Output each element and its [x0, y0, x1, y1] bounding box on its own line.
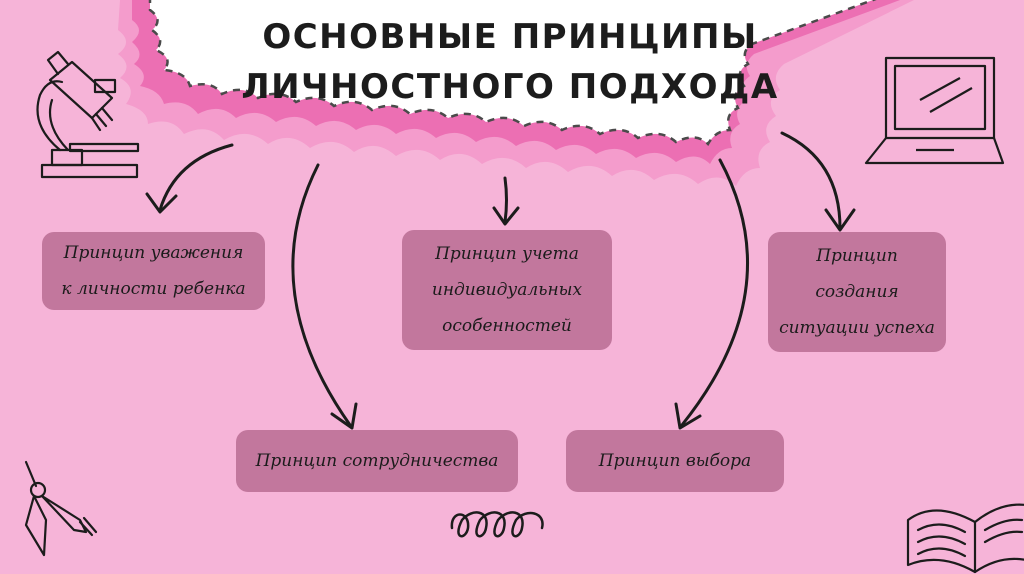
- open-book-icon: [906, 503, 1024, 574]
- principle-box-success: Принцип создания ситуации успеха: [768, 232, 946, 352]
- spring-doodle-icon: [450, 511, 544, 538]
- arrow-to-choice-head: [674, 402, 702, 430]
- principle-line: создания: [815, 282, 899, 302]
- principle-box-respect: Принцип уважения к личности ребенка: [42, 232, 265, 310]
- page-title: ОСНОВНЫЕ ПРИНЦИПЫ ЛИЧНОСТНОГО ПОДХОДА: [230, 12, 790, 112]
- principle-line: Принцип учета: [435, 244, 579, 264]
- arrow-to-respect: [158, 143, 234, 212]
- principle-line: особенностей: [442, 316, 572, 336]
- laptop-icon: [864, 56, 1005, 165]
- microscope-icon: [36, 50, 140, 179]
- title-line-1: ОСНОВНЫЕ ПРИНЦИПЫ: [262, 17, 758, 57]
- arrow-to-cooperation-head: [330, 402, 358, 430]
- arrow-to-individual: [503, 176, 508, 224]
- arrow-to-success-head: [824, 208, 856, 232]
- principle-line: Принцип выбора: [598, 451, 752, 471]
- principle-line: Принцип сотрудничества: [255, 451, 499, 471]
- arrow-to-success: [780, 131, 842, 230]
- principle-box-cooperation: Принцип сотрудничества: [236, 430, 518, 492]
- arrow-to-individual-head: [492, 206, 520, 226]
- principle-line: индивидуальных: [431, 280, 583, 300]
- arrow-to-choice: [680, 158, 750, 427]
- principle-box-choice: Принцип выбора: [566, 430, 784, 492]
- principle-line: Принцип уважения: [63, 243, 244, 263]
- arrow-to-respect-head: [145, 192, 178, 214]
- title-cloud: [148, 0, 877, 147]
- title-line-2: ЛИЧНОСТНОГО ПОДХОДА: [241, 67, 779, 107]
- principle-box-individual: Принцип учета индивидуальных особенносте…: [402, 230, 612, 350]
- arrow-to-cooperation: [291, 163, 352, 427]
- compass-icon: [24, 460, 98, 557]
- principle-line: Принцип: [816, 246, 898, 266]
- principle-line: к личности ребенка: [61, 279, 246, 299]
- principle-line: ситуации успеха: [779, 318, 935, 338]
